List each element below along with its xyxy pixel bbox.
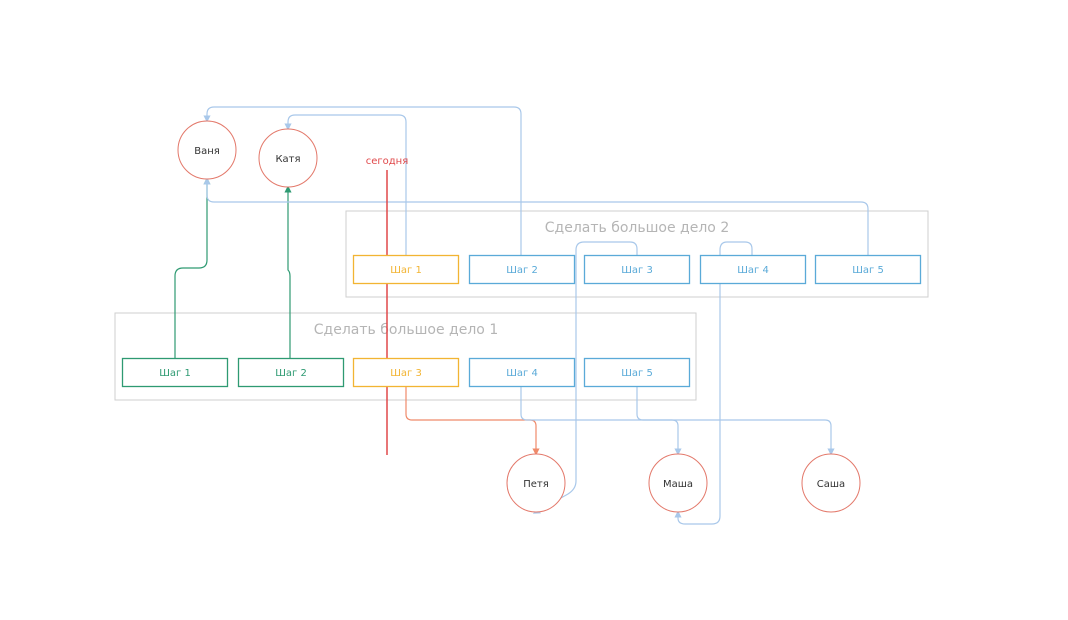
step-box-g1-4[interactable]: Шаг 4 [468,357,576,388]
step-boxes: Шаг 1 Шаг 2 Шаг 3 Шаг 4 Шаг 5 Шаг 1 Шаг 2 Шаг 3… [121,254,922,388]
step-box-g2-2[interactable]: Шаг 2 [468,254,576,285]
person-vanya[interactable]: Ваня [177,120,237,180]
step-label: Шаг 2 [275,368,307,379]
connector-g2s3-to-petya [532,241,638,514]
step-label: Шаг 4 [737,265,769,276]
step-label: Шаг 1 [390,265,422,276]
person-katya[interactable]: Катя [258,128,318,188]
connector-lines [174,106,869,525]
person-name: Маша [663,479,693,490]
person-name: Саша [817,479,845,490]
step-label: Шаг 2 [506,265,538,276]
connector-g2s5-to-vanya [203,177,869,255]
step-label: Шаг 5 [852,265,884,276]
person-name: Петя [523,479,549,490]
connector-g2s1-to-katya [284,114,407,255]
step-box-g2-1[interactable]: Шаг 1 [352,254,460,285]
step-box-g1-3[interactable]: Шаг 3 [352,357,460,388]
step-box-g2-4[interactable]: Шаг 4 [699,254,807,285]
connector-g1s5-to-sasha [636,386,835,456]
person-name: Ваня [194,146,220,157]
step-label: Шаг 1 [159,368,191,379]
connector-g1s4-to-masha [520,386,682,456]
today-marker: сегодня [366,156,409,455]
connector-g1s2-to-katya [284,185,292,358]
person-petya[interactable]: Петя [506,453,566,513]
step-box-g1-1[interactable]: Шаг 1 [121,357,229,388]
step-label: Шаг 3 [621,265,653,276]
group-frame-2: Сделать большое дело 2 [345,210,929,298]
step-label: Шаг 3 [390,368,422,379]
step-box-g1-2[interactable]: Шаг 2 [237,357,345,388]
step-box-g1-5[interactable]: Шаг 5 [583,357,691,388]
connector-g1s1-to-vanya [174,177,211,358]
step-box-g2-5[interactable]: Шаг 5 [814,254,922,285]
person-sasha[interactable]: Саша [801,453,861,513]
connector-g1s3-to-petya [405,386,540,456]
person-name: Катя [275,154,300,165]
person-masha[interactable]: Маша [648,453,708,513]
today-label: сегодня [366,156,409,167]
connector-g2s4-to-masha [674,241,753,525]
step-box-g2-3[interactable]: Шаг 3 [583,254,691,285]
step-label: Шаг 4 [506,368,538,379]
group-title-2: Сделать большое дело 2 [545,220,729,236]
group-title-1: Сделать большое дело 1 [314,322,498,338]
connector-g2s2-to-vanya [203,106,522,255]
step-label: Шаг 5 [621,368,653,379]
